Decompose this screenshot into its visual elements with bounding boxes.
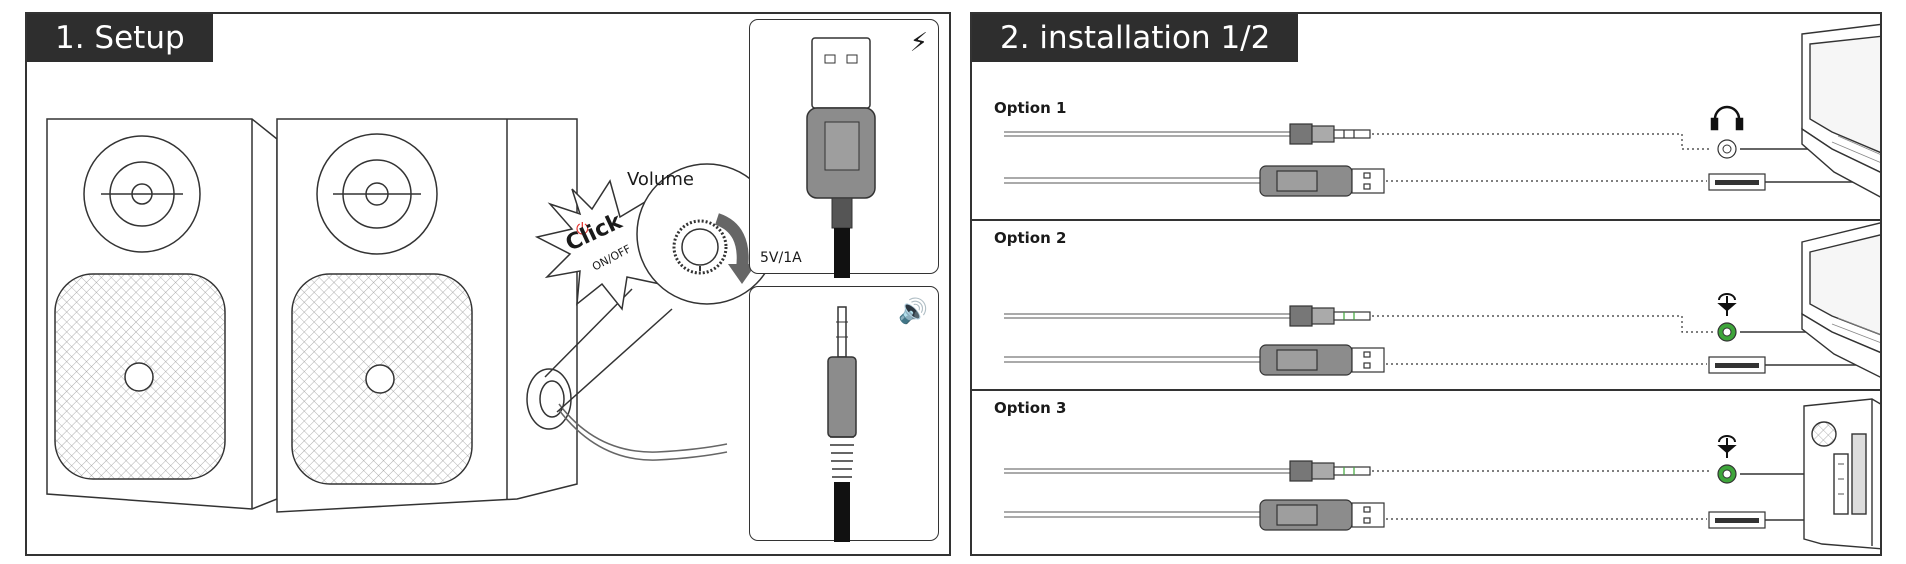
jack-plug-3 (1290, 461, 1370, 481)
audio-jack-illustration (750, 287, 940, 542)
left-speaker (47, 119, 277, 509)
audio-out-icon-2 (1719, 294, 1735, 316)
jack-plug-2 (1290, 306, 1370, 326)
audio-out-icon-3 (1719, 436, 1735, 458)
installation-diagram (972, 14, 1882, 556)
usb-power-inset: ⚡ 5V/1A (749, 19, 939, 274)
headphone-port-1 (1718, 140, 1736, 158)
usb-plug-2 (1260, 345, 1384, 375)
laptop-1 (1802, 24, 1882, 199)
laptop-2 (1802, 222, 1882, 379)
power-spec-label: 5V/1A (760, 250, 802, 266)
setup-panel: 1. Setup (25, 12, 951, 556)
usb-plug-1 (1260, 166, 1384, 196)
setup-title: 1. Setup (27, 14, 213, 62)
jack-plug-1 (1290, 124, 1370, 144)
usb-plug-illustration (750, 20, 940, 275)
audio-jack-inset: 🔊 (749, 286, 939, 541)
headphones-icon (1712, 107, 1742, 129)
audio-port-3 (1718, 465, 1736, 483)
volume-label: Volume (627, 169, 694, 190)
installation-panel: 2. installation 1/2 Option 1 Option 2 Op… (970, 12, 1882, 556)
desktop-tower-3 (1804, 399, 1882, 549)
usb-plug-3 (1260, 500, 1384, 530)
audio-port-2 (1718, 323, 1736, 341)
